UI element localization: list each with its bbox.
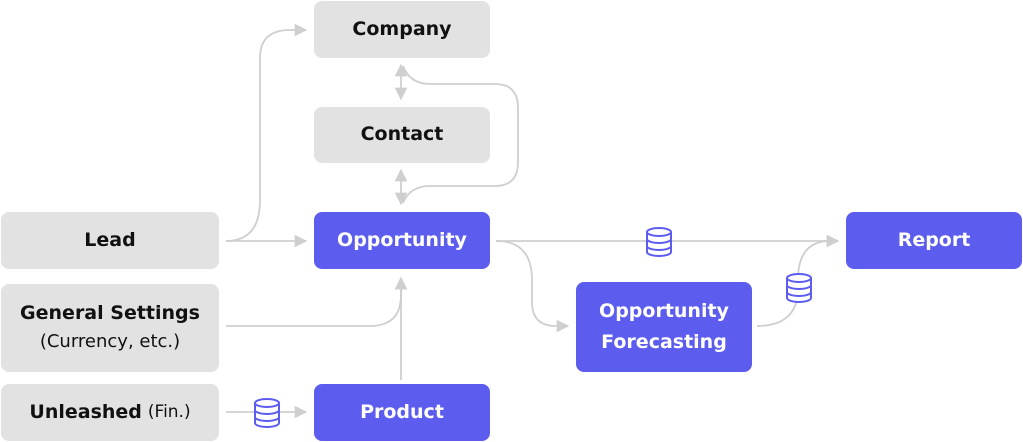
forecasting-label-line2: Forecasting [601, 330, 727, 353]
database-icon [254, 398, 280, 428]
company-label: Company [352, 17, 452, 40]
settings-to-opportunity-connector [226, 276, 408, 327]
forecasting-label-line1: Opportunity [599, 299, 729, 322]
database-icon [786, 273, 812, 303]
general-settings-node: General Settings (Currency, etc.) [1, 284, 219, 372]
company-node: Company [314, 1, 490, 58]
contact-node: Contact [314, 107, 490, 163]
general-settings-label: General Settings [20, 302, 200, 325]
lead-node: Lead [1, 212, 219, 269]
opportunity-forecasting-node: Opportunity Forecasting [576, 282, 752, 372]
database-icon [646, 227, 672, 257]
lead-label: Lead [84, 228, 136, 251]
opportunity-label: Opportunity [337, 228, 467, 251]
unleashed-node: Unleashed (Fin.) [1, 384, 219, 441]
opportunity-node: Opportunity [314, 212, 490, 269]
unleashed-label: Unleashed [29, 400, 142, 423]
opportunity-to-forecasting-connector [495, 240, 570, 333]
general-settings-sublabel: (Currency, etc.) [39, 331, 181, 353]
unleashed-sublabel: (Fin.) [147, 401, 191, 422]
report-node: Report [846, 212, 1022, 269]
product-node: Product [314, 384, 490, 441]
report-label: Report [897, 228, 971, 251]
product-label: Product [360, 400, 444, 423]
contact-label: Contact [360, 123, 444, 146]
company-opportunity-loop-connector [402, 65, 519, 204]
lead-to-company-connector [225, 23, 308, 242]
